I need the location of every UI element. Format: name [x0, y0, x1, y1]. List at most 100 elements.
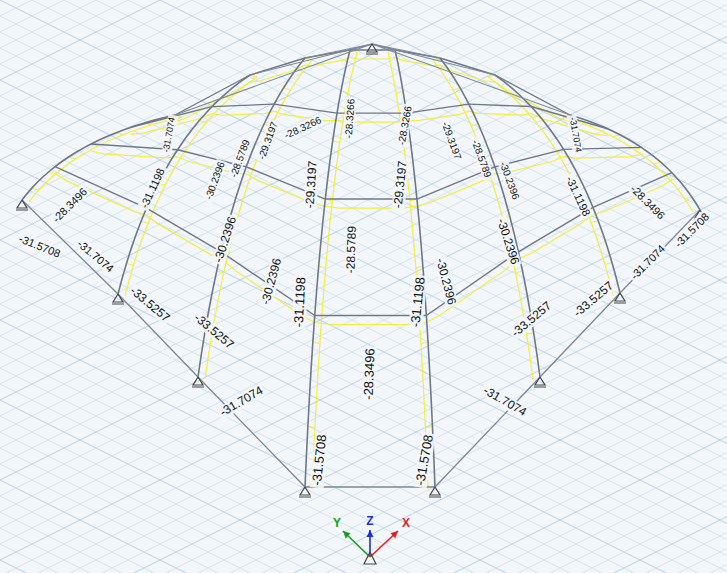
force-tick: [313, 342, 320, 344]
force-line: [564, 154, 642, 158]
grid-line: [0, 0, 727, 304]
grid-line: [0, 112, 727, 476]
grid-line: [0, 5, 727, 369]
force-tick: [653, 162, 660, 164]
force-value: -28.5789: [469, 136, 494, 181]
force-value: -33.5257: [190, 310, 238, 353]
force-tick: [217, 271, 224, 273]
support-symbol: [192, 377, 204, 387]
force-tick: [516, 271, 523, 273]
support-symbol: [299, 487, 311, 497]
origin-symbol: [364, 552, 376, 564]
force-value: -31.1198: [291, 274, 308, 329]
force-value: -31.1198: [563, 172, 594, 219]
axis-arrowhead: [343, 531, 350, 538]
grid-line: [0, 309, 727, 573]
grid-line: [0, 16, 727, 380]
support-symbol: [366, 44, 378, 54]
force-tick: [396, 91, 403, 93]
force-value: -29.3197: [439, 118, 464, 163]
force-value: -31.7074: [74, 236, 118, 276]
grid-line: [0, 0, 727, 112]
force-tick: [283, 88, 290, 90]
grid-line: [0, 208, 727, 572]
grid-line: [0, 325, 727, 573]
grid-line: [0, 549, 727, 573]
grid-line: [0, 0, 727, 64]
grid-line: [0, 64, 727, 428]
grid-line: [0, 21, 727, 385]
grid-line: [0, 293, 727, 573]
support-symbol: [614, 293, 626, 303]
grid-line: [0, 533, 727, 573]
grid-line: [0, 384, 727, 573]
grid-line: [0, 117, 727, 481]
support-symbol: [429, 487, 441, 497]
base-edge: [22, 200, 700, 487]
force-line: [305, 57, 350, 66]
force-value: -31.5708: [413, 432, 437, 489]
grid-line: [0, 0, 727, 316]
grid-line: [0, 0, 727, 188]
grid-line: [0, 149, 727, 513]
force-tick: [333, 141, 340, 143]
grid-line: [0, 0, 727, 192]
grid-line: [0, 0, 727, 224]
frame-member: [395, 50, 435, 487]
force-tick: [141, 221, 148, 223]
frame-member: [469, 104, 531, 106]
axis-line: [370, 531, 398, 557]
force-tick: [308, 426, 315, 428]
grid-line: [0, 256, 727, 573]
axis-label: Z: [364, 515, 375, 528]
force-value: -28.3496: [362, 346, 378, 402]
grid-line: [0, 0, 727, 240]
force-value: -29.3197: [392, 159, 410, 211]
force-line: [350, 57, 395, 59]
force-value: -28.5789: [345, 224, 360, 276]
grid-line: [0, 69, 727, 433]
force-value: -28.3496: [627, 181, 669, 223]
force-value: -33.5257: [508, 298, 556, 341]
grid-line: [0, 501, 727, 573]
frame-member: [426, 252, 518, 316]
force-value: -31.7074: [162, 115, 179, 156]
grid-line: [0, 245, 727, 573]
grid-line: [0, 0, 727, 272]
frame-member: [274, 104, 337, 113]
frame-member: [372, 44, 495, 75]
force-value: -28.5789: [227, 136, 252, 181]
grid-line: [0, 128, 727, 492]
grid-line: [0, 96, 727, 460]
grid-line: [0, 80, 727, 444]
force-value: -31.5708: [310, 432, 330, 489]
force-value: -31.5708: [16, 232, 65, 261]
force-value: -30.2396: [259, 255, 285, 308]
grid-line: [0, 0, 727, 144]
force-tick: [199, 120, 206, 122]
force-tick: [32, 188, 39, 190]
grid-line: [0, 165, 727, 529]
frame-member: [305, 50, 350, 487]
grid-line: [0, 544, 727, 573]
force-line: [518, 214, 593, 258]
force-value: -30.2396: [212, 214, 240, 267]
grid-line: [0, 0, 727, 208]
force-tick: [69, 157, 76, 159]
grid-line: [0, 213, 727, 573]
grid-line: [0, 53, 727, 417]
force-value: -30.2396: [202, 158, 227, 203]
grid-line: [0, 469, 727, 573]
force-value: -31.7074: [567, 115, 584, 156]
force-line: [407, 111, 469, 121]
force-value: -28.3266: [281, 113, 325, 141]
grid-line: [0, 405, 727, 573]
grid-line: [0, 160, 727, 524]
force-line: [147, 215, 222, 259]
frame-member: [372, 44, 570, 115]
grid-line: [0, 0, 727, 28]
grid-line: [0, 85, 727, 449]
grid-line: [0, 181, 727, 545]
